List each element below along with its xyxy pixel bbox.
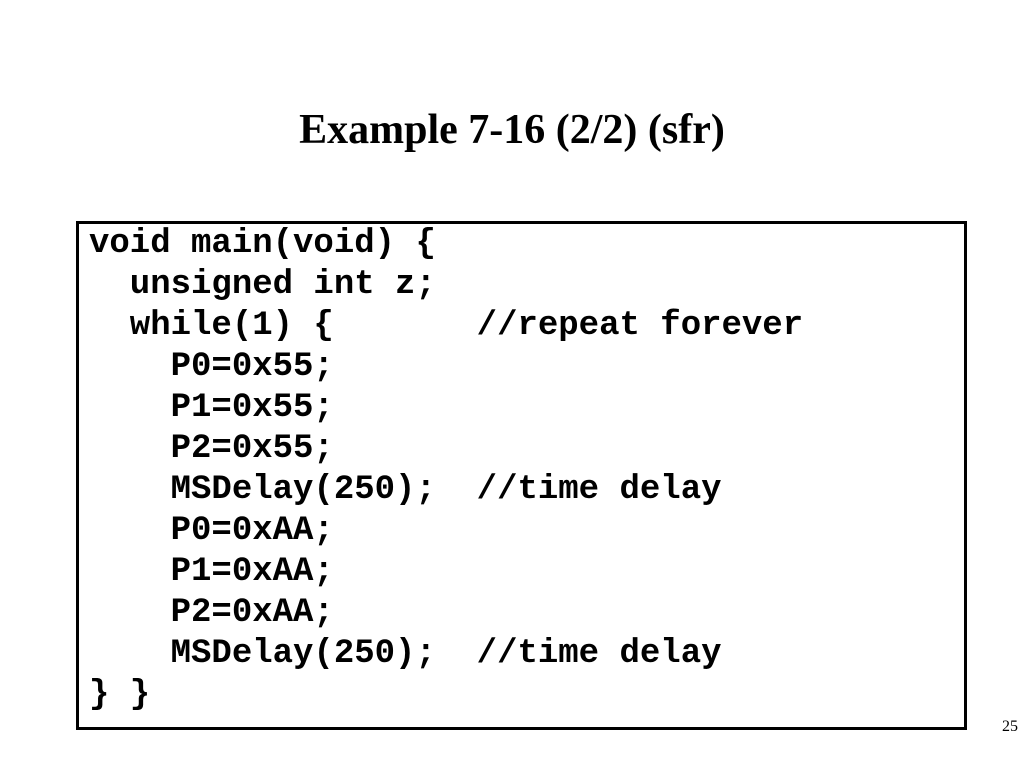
code-line: unsigned int z; — [89, 266, 436, 304]
slide-title: Example 7-16 (2/2) (sfr) — [299, 107, 725, 153]
code-line: MSDelay(250); //time delay — [89, 471, 722, 509]
code-line: MSDelay(250); //time delay — [89, 635, 722, 673]
code-block: void main(void) { unsigned int z; while(… — [76, 221, 967, 730]
code-line: P2=0xAA; — [89, 594, 334, 632]
code-line: P2=0x55; — [89, 430, 334, 468]
code-line: } } — [89, 676, 151, 714]
code-line: P0=0xAA; — [89, 512, 334, 550]
code-line: void main(void) { — [89, 225, 436, 263]
page-number: 25 — [1002, 718, 1018, 735]
code-line: P0=0x55; — [89, 348, 334, 386]
code-line: while(1) { //repeat forever — [89, 307, 804, 345]
code-line: P1=0xAA; — [89, 553, 334, 591]
code-line: P1=0x55; — [89, 389, 334, 427]
